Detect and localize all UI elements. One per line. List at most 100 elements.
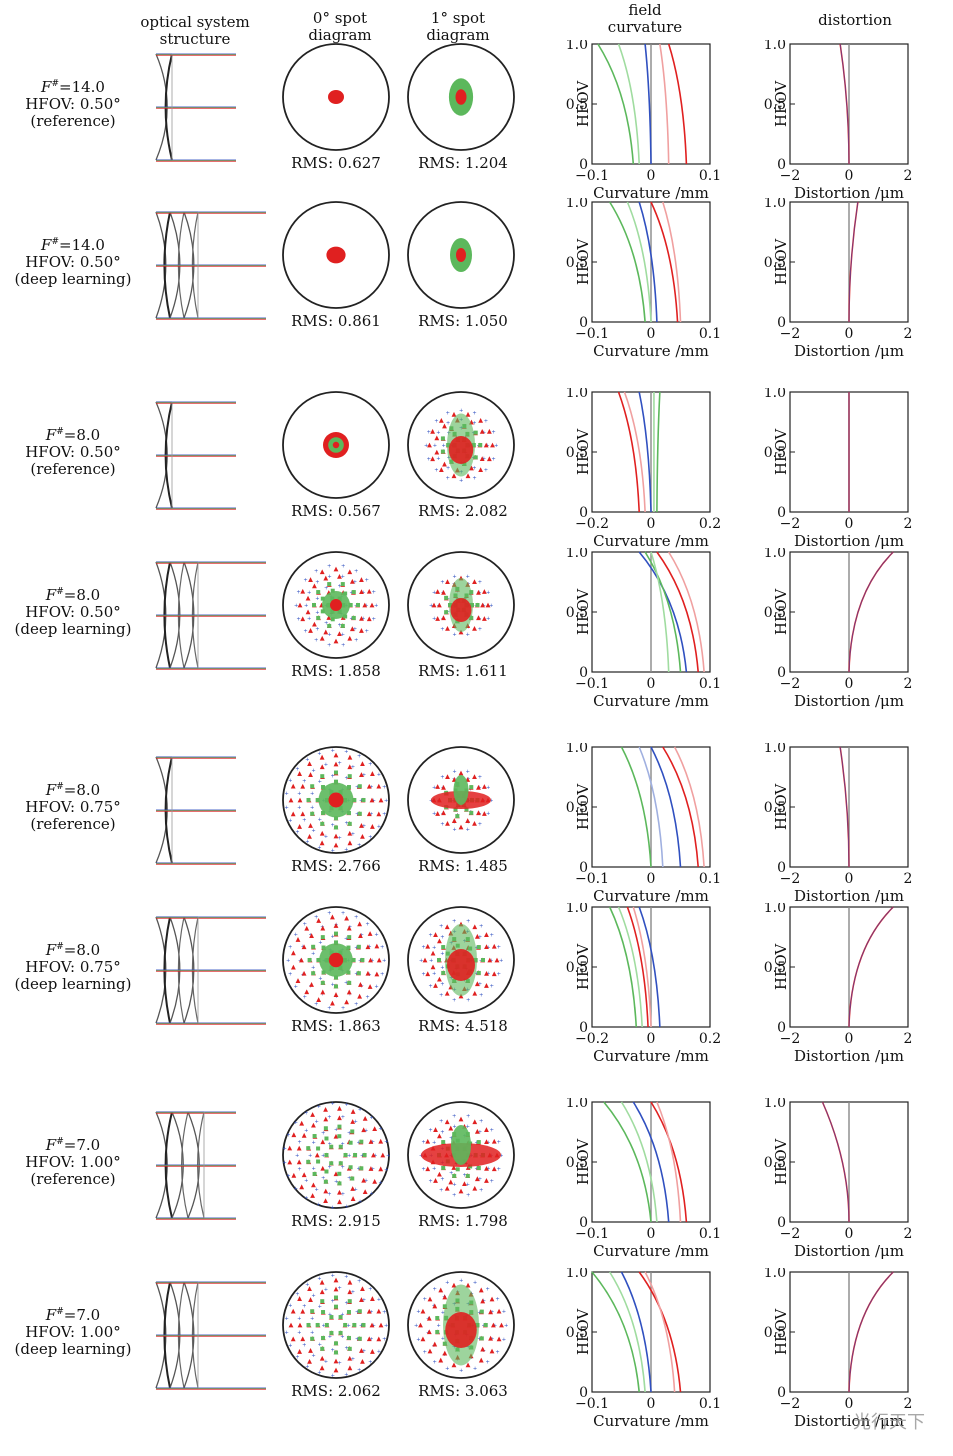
svg-text:+: + — [340, 1334, 344, 1340]
svg-text:+: + — [472, 475, 476, 481]
svg-text:+: + — [497, 1167, 501, 1173]
svg-text:+: + — [315, 626, 319, 632]
svg-text:+: + — [384, 1323, 388, 1329]
svg-text:+: + — [324, 1287, 328, 1293]
axis-label-x: Distortion /μm — [794, 887, 904, 905]
svg-text:+: + — [355, 1309, 359, 1315]
svg-text:+: + — [331, 848, 335, 854]
spot0-svg: ++++++++++++++++++++++++++++++++++++++++… — [282, 1271, 390, 1379]
spot-diagram-0deg — [282, 391, 390, 499]
svg-text:+: + — [354, 945, 358, 951]
svg-text:+: + — [474, 1140, 478, 1146]
y-tick-label: 1.0 — [566, 743, 588, 756]
svg-text:+: + — [486, 785, 490, 791]
svg-text:+: + — [484, 418, 488, 424]
svg-text:+: + — [304, 1178, 308, 1184]
y-tick-label: 0.5 — [566, 1325, 588, 1341]
svg-text:+: + — [317, 845, 321, 851]
x-tick-label: −2 — [780, 1031, 801, 1047]
svg-text:+: + — [377, 772, 381, 778]
svg-text:+: + — [359, 933, 363, 939]
svg-text:+: + — [295, 1153, 299, 1159]
x-tick-label: 0.1 — [699, 1226, 721, 1242]
svg-text:+: + — [368, 1286, 372, 1292]
x-tick-label: −0.1 — [575, 1396, 609, 1412]
lens-structure — [155, 1111, 236, 1220]
svg-text:+: + — [327, 632, 331, 638]
svg-text:+: + — [432, 1166, 436, 1172]
svg-text:+: + — [382, 1336, 386, 1342]
curvature-curve — [662, 746, 699, 868]
svg-text:+: + — [330, 1205, 334, 1211]
x-tick-label: 2 — [904, 1226, 913, 1242]
curvature-curve — [638, 1271, 682, 1393]
y-tick-label: 0.5 — [566, 1155, 588, 1171]
axis-label-hfov: HFOV — [772, 238, 790, 286]
y-tick-label: 0 — [777, 665, 786, 681]
svg-text:+: + — [421, 1167, 425, 1173]
svg-text:+: + — [341, 1115, 345, 1121]
axis-label-hfov: HFOV — [574, 238, 592, 286]
header-structure: optical system structure — [140, 13, 250, 48]
axis-label-x: Distortion /μm — [794, 1412, 904, 1430]
curvature-curve — [638, 746, 664, 868]
svg-text:+: + — [357, 754, 361, 760]
y-tick-label: 0.5 — [764, 1155, 786, 1171]
axis-label-hfov: HFOV — [574, 428, 592, 476]
y-tick-label: 0.5 — [764, 800, 786, 816]
svg-text:+: + — [321, 1130, 325, 1136]
svg-text:+: + — [305, 1282, 309, 1288]
svg-text:+: + — [355, 784, 359, 790]
svg-text:+: + — [364, 1178, 368, 1184]
y-tick-label: 0 — [579, 315, 588, 331]
x-tick-label: −2 — [780, 168, 801, 184]
svg-text:+: + — [466, 1192, 470, 1198]
y-tick-label: 0.5 — [566, 605, 588, 621]
x-tick-label: −0.2 — [575, 516, 609, 532]
svg-text:+: + — [502, 1309, 506, 1315]
svg-text:+: + — [355, 1337, 359, 1343]
y-tick-label: 0 — [579, 1385, 588, 1401]
svg-text:+: + — [358, 958, 362, 964]
svg-text:+: + — [378, 1180, 382, 1186]
svg-text:+: + — [331, 982, 335, 988]
svg-text:+: + — [478, 935, 482, 941]
svg-text:+: + — [365, 577, 369, 583]
svg-text:+: + — [434, 468, 438, 474]
axis-label-x: Curvature /mm — [593, 692, 709, 710]
svg-text:+: + — [485, 1359, 489, 1365]
svg-text:+: + — [311, 1353, 315, 1359]
spot-diagram-1deg: ++++++++++++++++++++++++++++++++++++++++… — [407, 1271, 515, 1379]
axis-label-hfov: HFOV — [772, 783, 790, 831]
svg-text:+: + — [304, 1111, 308, 1117]
svg-text:+: + — [479, 1188, 483, 1194]
spot1-svg: ++++++++++++++++++++++++++++++++++++++++… — [407, 391, 515, 499]
svg-text:+: + — [372, 617, 376, 623]
svg-text:+: + — [327, 574, 331, 580]
x-tick-label: 0.2 — [699, 516, 721, 532]
svg-text:+: + — [297, 1166, 301, 1172]
svg-text:+: + — [324, 620, 328, 626]
svg-text:+: + — [345, 1204, 349, 1210]
y-tick-label: 0.5 — [566, 97, 588, 113]
y-tick-label: 0 — [777, 315, 786, 331]
svg-text:+: + — [341, 1164, 345, 1170]
svg-text:+: + — [423, 1297, 427, 1303]
distortion-curve — [839, 746, 850, 868]
svg-text:+: + — [304, 1195, 308, 1201]
header-spot0: 0° spot diagram — [308, 9, 372, 44]
svg-text:+: + — [307, 616, 311, 622]
svg-text:+: + — [347, 1130, 351, 1136]
svg-text:+: + — [361, 616, 365, 622]
svg-text:+: + — [478, 821, 482, 827]
rms-1deg: RMS: 1.485 — [418, 857, 508, 875]
svg-text:+: + — [419, 958, 423, 964]
svg-text:+: + — [369, 812, 373, 818]
svg-text:+: + — [357, 1166, 361, 1172]
svg-text:+: + — [502, 1337, 506, 1343]
